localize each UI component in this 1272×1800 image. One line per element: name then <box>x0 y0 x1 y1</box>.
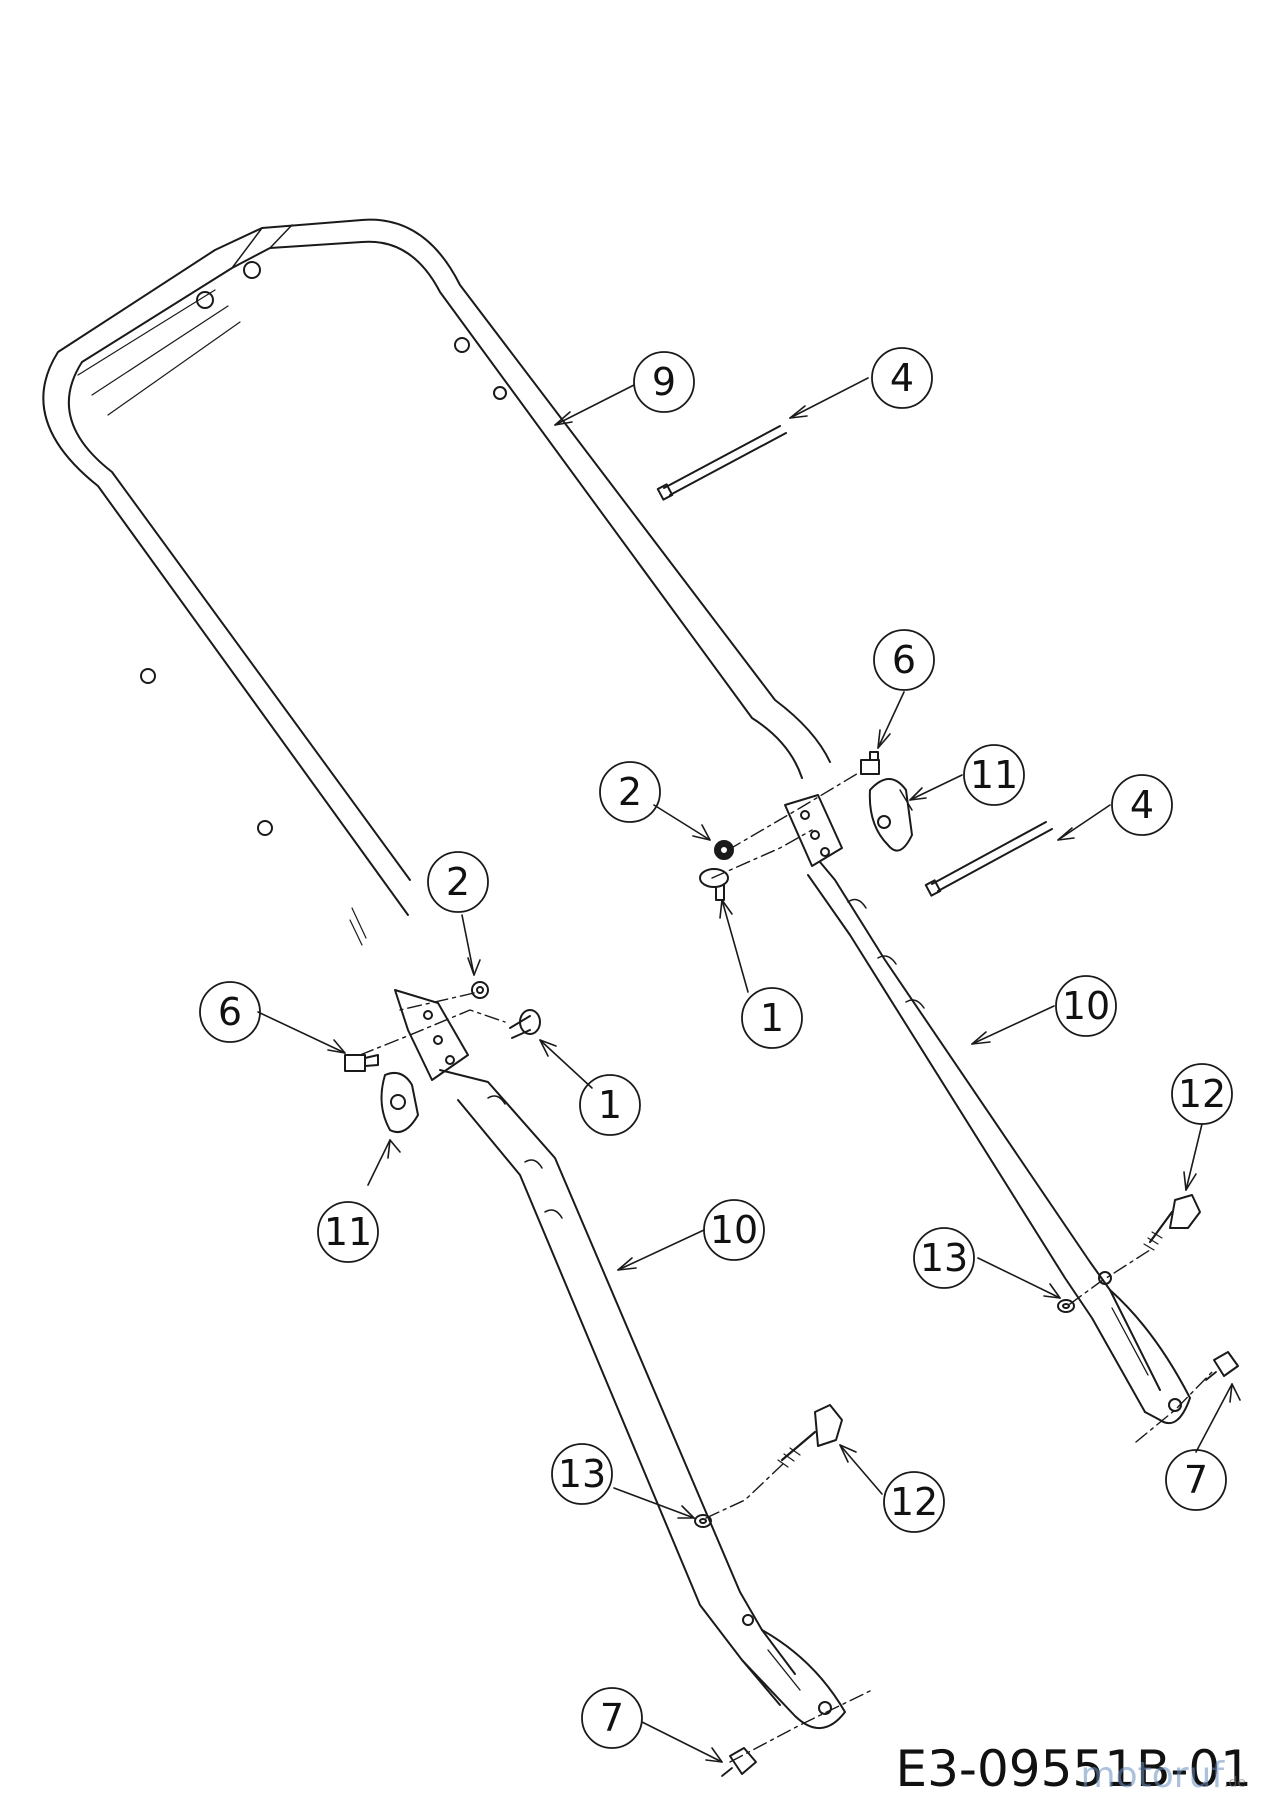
nut-right <box>714 840 734 860</box>
clamp-lever-right <box>1143 1194 1201 1251</box>
callout-2-left: 2 <box>446 860 470 904</box>
bolt-left <box>509 1009 541 1039</box>
callout-12-right: 12 <box>1178 1072 1226 1116</box>
screw-right <box>860 751 880 775</box>
cable-tie-middle <box>924 821 1053 897</box>
bolt-right <box>699 868 729 901</box>
knob-left <box>380 1072 419 1134</box>
leader-lines <box>257 377 1241 1763</box>
lower-right-handle-part-10 <box>807 861 1191 1425</box>
callout-13-right: 13 <box>920 1236 968 1280</box>
callout-6-right: 6 <box>892 638 916 682</box>
callout-1-right: 1 <box>760 996 784 1040</box>
upper-handle-part-9 <box>42 218 831 946</box>
callout-4-top: 4 <box>890 356 914 400</box>
callout-1-left: 1 <box>598 1083 622 1127</box>
callout-2-right: 2 <box>618 770 642 814</box>
lower-left-handle-part-10 <box>439 1069 846 1730</box>
callout-9: 9 <box>652 360 676 404</box>
watermark-logo: motoruf.de <box>1081 1755 1246 1796</box>
callout-13-left: 13 <box>558 1452 606 1496</box>
callout-6-left: 6 <box>218 990 242 1034</box>
callout-7-right: 7 <box>1184 1458 1208 1502</box>
washer-right <box>1057 1299 1075 1313</box>
cable-tie-top <box>656 425 787 501</box>
drawing-code: E3-09551B-01 <box>895 1740 1252 1798</box>
knob-right <box>868 778 913 852</box>
assembly-lines <box>359 771 1215 1763</box>
callout-10-left: 10 <box>710 1208 758 1252</box>
washer-left <box>694 1514 712 1528</box>
right-hinge-plate <box>784 794 843 867</box>
callout-circles <box>199 347 1233 1749</box>
callout-7-left: 7 <box>600 1696 624 1740</box>
callout-4-middle: 4 <box>1130 783 1154 827</box>
callout-11-right: 11 <box>970 753 1018 797</box>
watermark-suffix: .de <box>1224 1775 1246 1791</box>
nut-left <box>471 981 489 999</box>
watermark-text: motoruf <box>1080 1755 1225 1796</box>
shoulder-bolt-left <box>721 1747 757 1777</box>
left-hinge-plate <box>394 989 469 1081</box>
shoulder-bolt-right <box>1205 1351 1239 1381</box>
clamp-lever-left <box>777 1404 843 1468</box>
callout-11-left: 11 <box>324 1210 372 1254</box>
callout-12-left: 12 <box>890 1480 938 1524</box>
callout-10-right: 10 <box>1062 984 1110 1028</box>
screw-left <box>344 1054 379 1072</box>
